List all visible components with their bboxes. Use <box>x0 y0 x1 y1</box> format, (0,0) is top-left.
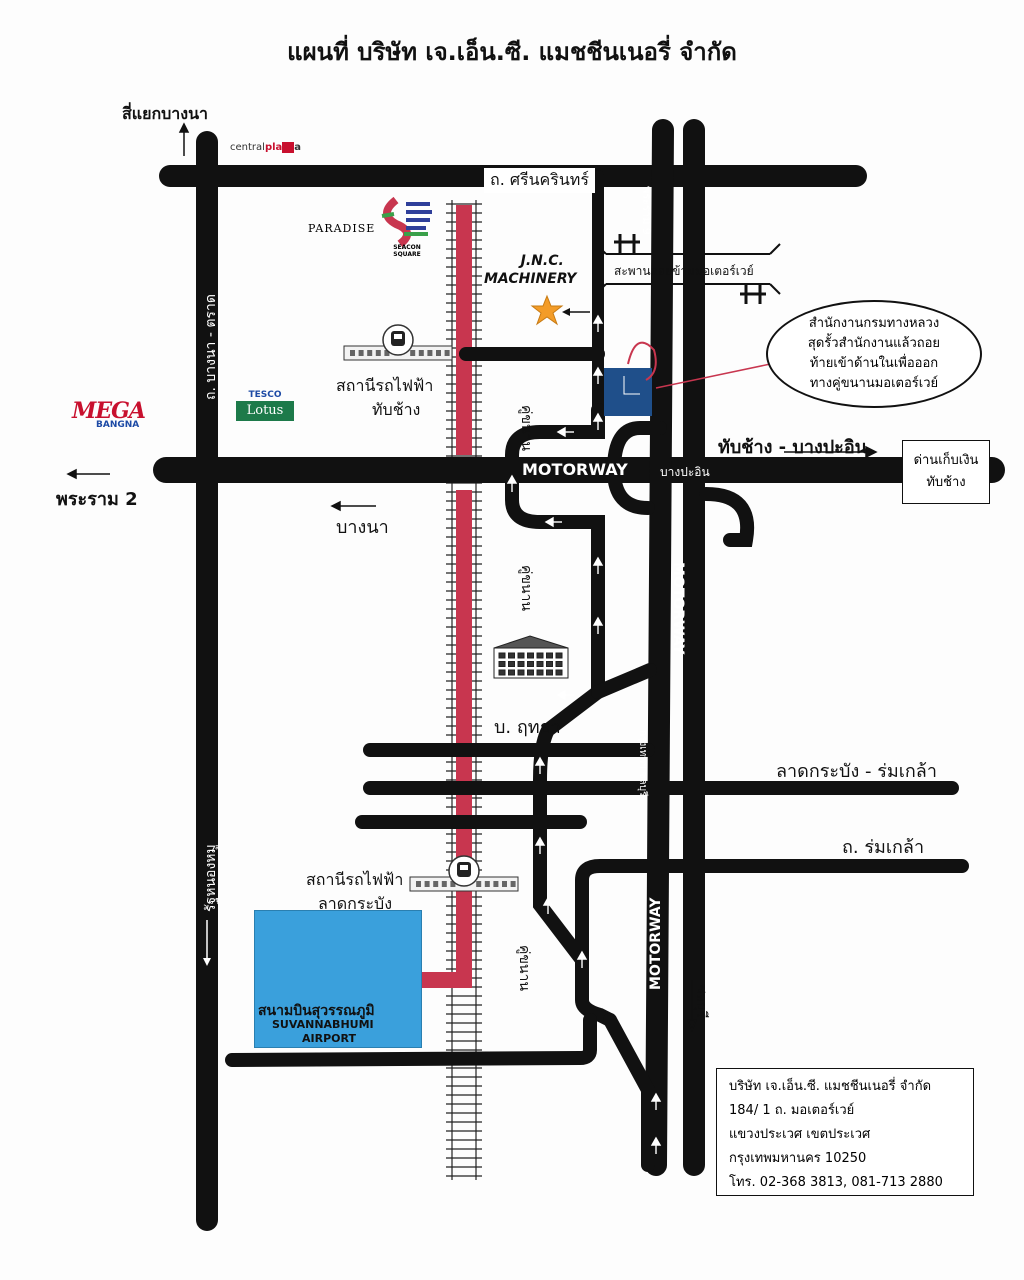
road-label-motorway-v1: MOTORWAY <box>670 562 686 655</box>
road-label-bangkok-chonburi: กรุงเทพฯ ชลบุรี <box>637 730 648 797</box>
roads <box>153 119 1005 1231</box>
central-pre: central <box>230 142 265 153</box>
central-post: pla <box>264 142 283 153</box>
mega-sub-label: BANGNA <box>96 420 140 430</box>
station-ladkrabang-icon <box>409 855 519 892</box>
road-label-bangna-trad: ถ. บางนา - ตราด <box>203 294 219 400</box>
address-line5: โทร. 02-368 3813, 081-713 2880 <box>729 1175 943 1190</box>
doh-callout: สำนักงานกรมทางหลวง สุดรั้วสำนักงานแล้วถอ… <box>766 300 982 408</box>
address-line3: แขวงประเวศ เขตประเวศ <box>729 1127 871 1142</box>
callout-line4: ทางคู่ขนานมอเตอร์เวย์ <box>809 376 939 391</box>
central-plaza-logo: centralpla a <box>230 142 301 153</box>
road-label-parallel-2: คู่ขนาน <box>518 565 534 611</box>
road-label-chonburi: ชลบุรี <box>693 984 709 1019</box>
road-label-ladkrabang-romklao: ลาดกระบัง - ร่มเกล้า <box>776 761 937 782</box>
parallel-road-lower <box>225 1013 597 1067</box>
station-thapchang-icon <box>343 324 453 361</box>
airport-label-en2: AIRPORT <box>302 1032 356 1045</box>
address-line2: 184/ 1 ถ. มอเตอร์เวย์ <box>729 1103 855 1118</box>
tesco-label: TESCO <box>248 390 282 400</box>
direction-thapchang-bangpain: ทับช้าง - บางปะอิน <box>718 437 867 458</box>
direction-rama2: พระราม 2 <box>56 489 138 510</box>
jnc-label-line1: J.N.C. <box>520 253 564 269</box>
ritha-link <box>591 663 657 699</box>
callout-arrow <box>655 361 781 389</box>
road-label-motorway: MOTORWAY <box>520 460 630 479</box>
callout-line3: ท้ายเข้าด้านในเพื่อออก <box>809 356 939 371</box>
callout-line2: สุดรั้วสำนักงานแล้วถอย <box>807 336 941 351</box>
overpass-bridge <box>595 234 781 304</box>
central-4 <box>282 142 295 153</box>
ritha-building-icon <box>493 635 569 679</box>
bridge-label: สะพานลอยข้ามมอเตอร์เวย์ <box>614 264 754 278</box>
toll-booth-box: ด่านเก็บเงิน ทับช้าง <box>902 440 990 504</box>
toll-line2: ทับช้าง <box>926 475 966 490</box>
parallel-road-diag <box>603 1013 655 1172</box>
direction-arrows <box>66 122 878 1033</box>
jnc-label: J.N.C. MACHINERY <box>484 252 576 288</box>
road-label-bangpain: บางปะอิน <box>660 465 710 479</box>
direction-bangna: บางนา <box>336 517 389 538</box>
highway-office <box>604 368 652 416</box>
road-label-srinakarin: ถ. ศรีนครินทร์ <box>484 168 595 193</box>
ritha-label: บ. ฤทธา <box>494 717 561 738</box>
airport-area <box>254 910 422 1048</box>
address-line1: บริษัท เจ.เอ็น.ซี. แมชชีนเนอรี่ จำกัด <box>729 1079 932 1094</box>
station-thapchang-label2: ทับช้าง <box>372 400 421 419</box>
tesco-lotus-logo: TESCO Lotus <box>236 390 294 422</box>
station-ladkrabang-label2: ลาดกระบัง <box>318 894 393 913</box>
road-label-parallel-1: คู่ขนาน <box>518 405 534 451</box>
romklao-road <box>575 859 969 967</box>
road-label-romklao: ถ. ร่มเกล้า <box>842 837 925 858</box>
jnc-star <box>530 294 564 326</box>
road-arrows <box>506 314 662 1154</box>
callout-line1: สำนักงานกรมทางหลวง <box>808 316 940 331</box>
office-uturn-arrow <box>627 341 657 381</box>
seacon-logo <box>381 196 432 248</box>
jnc-label-line2: MACHINERY <box>484 271 577 287</box>
road-label-motorway-v2: MOTORWAY <box>648 897 664 990</box>
paradise-park-logo: PARADISE <box>308 222 376 235</box>
lotus-label: Lotus <box>236 401 294 421</box>
airport-label-th: สนามบินสุวรรณภูมิ <box>258 1003 375 1019</box>
motorway-v1 <box>645 119 674 1176</box>
central-a: a <box>294 142 302 153</box>
map-title: แผนที่ บริษัท เจ.เอ็น.ซี. แมชชีนเนอรี่ จ… <box>287 38 737 66</box>
toll-line1: ด่านเก็บเงิน <box>913 453 979 468</box>
station-ladkrabang-label1: สถานีรถไฟฟ้า <box>306 870 404 889</box>
road-label-rama9: พระราม 9 <box>640 186 653 235</box>
address-box: บริษัท เจ.เอ็น.ซี. แมชชีนเนอรี่ จำกัด 18… <box>716 1068 974 1196</box>
direction-bangna-junction: สี่แยกบางนา <box>122 104 209 123</box>
motorway-loop-bottom-right <box>699 487 755 547</box>
address-line4: กรุงเทพมหานคร 10250 <box>729 1151 867 1166</box>
airport-label-en1: SUVANNABHUMI <box>272 1018 374 1031</box>
mega-logo: MEGA <box>72 398 146 424</box>
road-label-ring: รัฐหนองหมู <box>203 844 219 912</box>
seacon-square-label: SEACON SQUARE <box>393 244 421 258</box>
station-thapchang-label1: สถานีรถไฟฟ้า <box>336 376 434 395</box>
road-label-parallel-3: คู่ขนาน <box>516 945 532 991</box>
